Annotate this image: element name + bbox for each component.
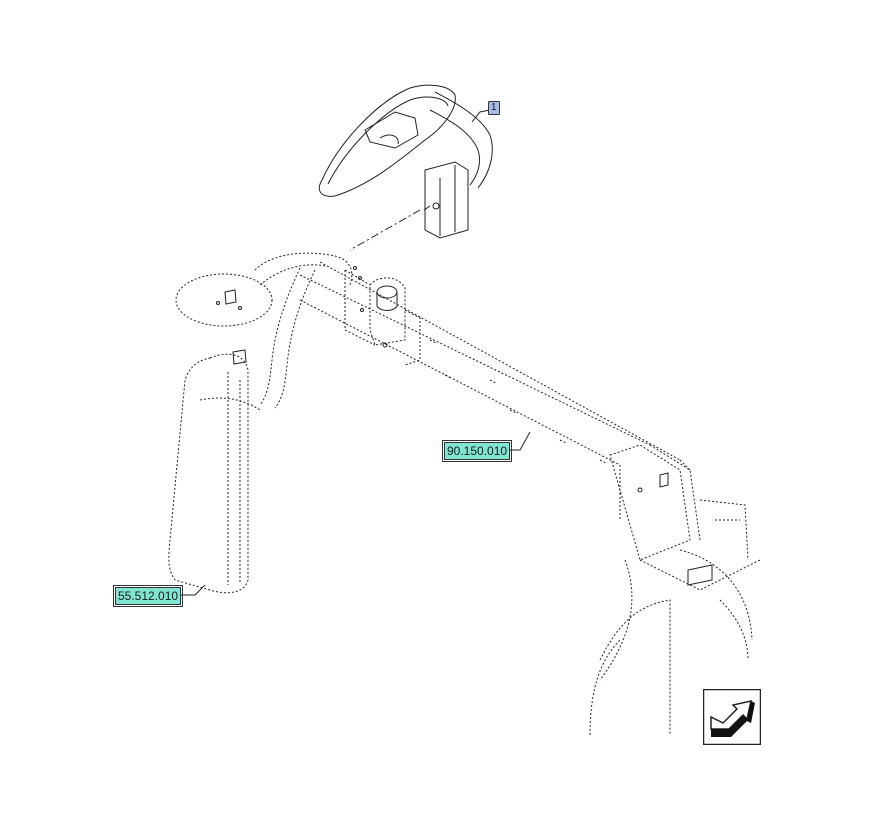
- leader-item-1: [471, 109, 491, 123]
- support-frame: [168, 252, 761, 736]
- reference-callout-frame[interactable]: 90.150.010: [441, 440, 513, 462]
- leader-ref-frame: [510, 431, 531, 451]
- leader-ref-mirror: [181, 584, 206, 596]
- next-page-arrow-icon[interactable]: [702, 688, 762, 746]
- mirror-assembly: [318, 84, 493, 239]
- reference-callout-mirror[interactable]: 55.512.010: [112, 585, 184, 607]
- item-callout-1[interactable]: 1: [488, 101, 500, 115]
- frame-details: [216, 266, 713, 586]
